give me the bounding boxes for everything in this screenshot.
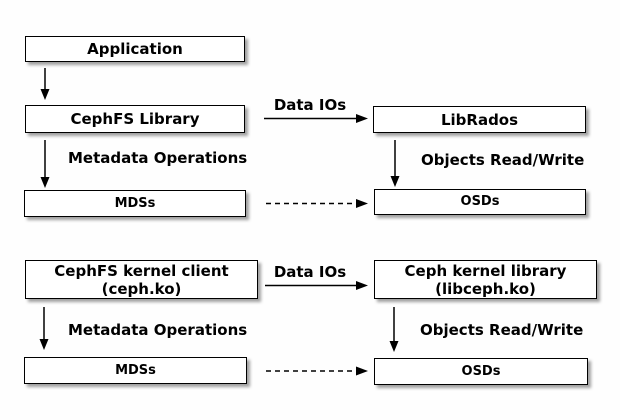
arrow-kernel-client-to-kernel-library bbox=[265, 281, 368, 290]
arrow-head bbox=[389, 341, 399, 352]
node-application: Application bbox=[25, 36, 245, 62]
edge-label-data-ios-bottom: Data IOs bbox=[273, 263, 347, 281]
node-cephfs-library-label: CephFS Library bbox=[70, 110, 200, 128]
arrow-mds-to-osd-dashed-bottom bbox=[266, 366, 368, 376]
arrow-head bbox=[356, 281, 368, 290]
arrow-head bbox=[40, 177, 50, 188]
node-cephfs-kernel-client-line2: (ceph.ko) bbox=[101, 279, 182, 298]
node-ceph-kernel-library-line2: (libceph.ko) bbox=[435, 279, 536, 298]
arrow-kernel-client-to-mds bbox=[39, 307, 49, 350]
edge-label-metadata-operations-bottom: Metadata Operations bbox=[68, 321, 248, 339]
node-osd-bottom: OSDs bbox=[374, 358, 588, 385]
arrow-cephfs-library-to-mds bbox=[40, 140, 50, 188]
node-osd-top-label: OSDs bbox=[460, 194, 500, 209]
node-librados: LibRados bbox=[373, 106, 586, 133]
node-application-label: Application bbox=[87, 40, 183, 58]
edge-label-objects-read-write-top: Objects Read/Write bbox=[421, 151, 585, 169]
arrow-cephfs-library-to-librados bbox=[264, 114, 368, 123]
arrow-mds-to-osd-dashed-top bbox=[266, 199, 368, 208]
node-mds-top-label: MDSs bbox=[114, 195, 156, 211]
arrow-head bbox=[356, 114, 368, 123]
node-osd-top: OSDs bbox=[374, 189, 586, 215]
node-ceph-kernel-library: Ceph kernel library (libceph.ko) bbox=[374, 260, 597, 299]
arrow-head bbox=[390, 176, 400, 187]
node-cephfs-kernel-client: CephFS kernel client (ceph.ko) bbox=[25, 260, 258, 299]
arrow-head bbox=[40, 89, 50, 100]
edge-label-metadata-operations-top: Metadata Operations bbox=[68, 149, 248, 167]
node-mds-bottom-label: MDSs bbox=[115, 362, 156, 378]
arrow-head bbox=[356, 199, 368, 208]
arrow-head bbox=[356, 366, 368, 376]
node-mds-top: MDSs bbox=[24, 190, 246, 217]
edge-label-objects-read-write-bottom: Objects Read/Write bbox=[420, 321, 584, 339]
arrow-head bbox=[39, 339, 49, 350]
node-cephfs-library: CephFS Library bbox=[25, 105, 245, 133]
node-cephfs-kernel-client-line1: CephFS kernel client bbox=[54, 261, 229, 280]
node-mds-bottom: MDSs bbox=[24, 357, 247, 384]
edge-label-data-ios-top: Data IOs bbox=[273, 96, 347, 114]
node-osd-bottom-label: OSDs bbox=[461, 363, 501, 379]
node-librados-label: LibRados bbox=[440, 110, 519, 129]
arrow-application-to-cephfs-library bbox=[40, 68, 50, 100]
arrow-kernel-library-to-osd bbox=[389, 307, 399, 352]
arrow-librados-to-osd bbox=[390, 140, 400, 187]
node-ceph-kernel-library-line1: Ceph kernel library bbox=[404, 261, 567, 280]
